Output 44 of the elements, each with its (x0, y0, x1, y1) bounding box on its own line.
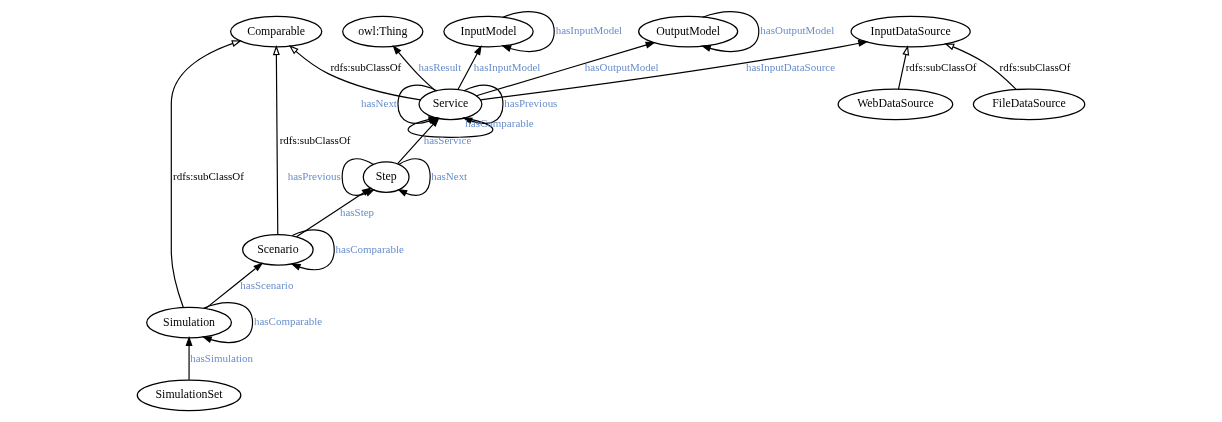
edge-label: hasStep (339, 206, 375, 219)
edge-label: hasSimulation (190, 351, 254, 364)
edge-label: rdfs:subClassOf (905, 60, 977, 73)
edge-label: rdfs:subClassOf (279, 133, 351, 146)
edge-label: hasOutputModel (584, 60, 659, 73)
node-ellipse: SimulationSet (136, 379, 242, 412)
arrow (170, 40, 242, 308)
node-ellipse: Step (362, 161, 410, 193)
node-ellipse: WebDataSource (837, 88, 954, 121)
edge-label: rdfs:subClassOf (330, 60, 402, 73)
arrow (185, 336, 193, 381)
arrow (392, 44, 436, 92)
edge-label: hasNext (360, 97, 397, 110)
edge-label: hasInputDataSource (745, 60, 836, 73)
arrow (457, 45, 482, 91)
edge-label: hasPrevious (287, 169, 341, 182)
edge-label: hasComparable (335, 242, 404, 255)
arrow (700, 11, 760, 53)
edge-label: hasInputModel (555, 24, 623, 37)
edge-label: hasScenario (240, 279, 294, 292)
edge-label: hasInputModel (473, 60, 541, 73)
arrow (288, 45, 422, 101)
arrow (201, 302, 254, 344)
arrow (290, 229, 335, 271)
edge-label: hasPrevious (504, 97, 558, 110)
arrow (944, 43, 1017, 91)
node-ellipse: InputModel (443, 15, 534, 48)
edge-label: hasComparable (253, 315, 323, 328)
node-ellipse: Simulation (146, 306, 233, 339)
edge-label: rdfs:subClassOf (999, 60, 1071, 73)
arrow (205, 262, 264, 309)
arrow (397, 158, 431, 197)
node-ellipse: FileDataSource (972, 88, 1086, 121)
edge-label: hasResult (418, 60, 462, 73)
arrow (501, 11, 555, 52)
node-ellipse: Scenario (242, 233, 314, 266)
edge-label: hasNext (431, 169, 468, 182)
arrow (897, 45, 910, 90)
arrow (475, 41, 656, 97)
edge-label: rdfs:subClassOf (173, 169, 244, 182)
edge-label: hasOutputModel (760, 24, 835, 37)
arrow (479, 39, 869, 101)
arrow (272, 45, 280, 236)
node-ellipse: owl:Thing (342, 15, 424, 48)
